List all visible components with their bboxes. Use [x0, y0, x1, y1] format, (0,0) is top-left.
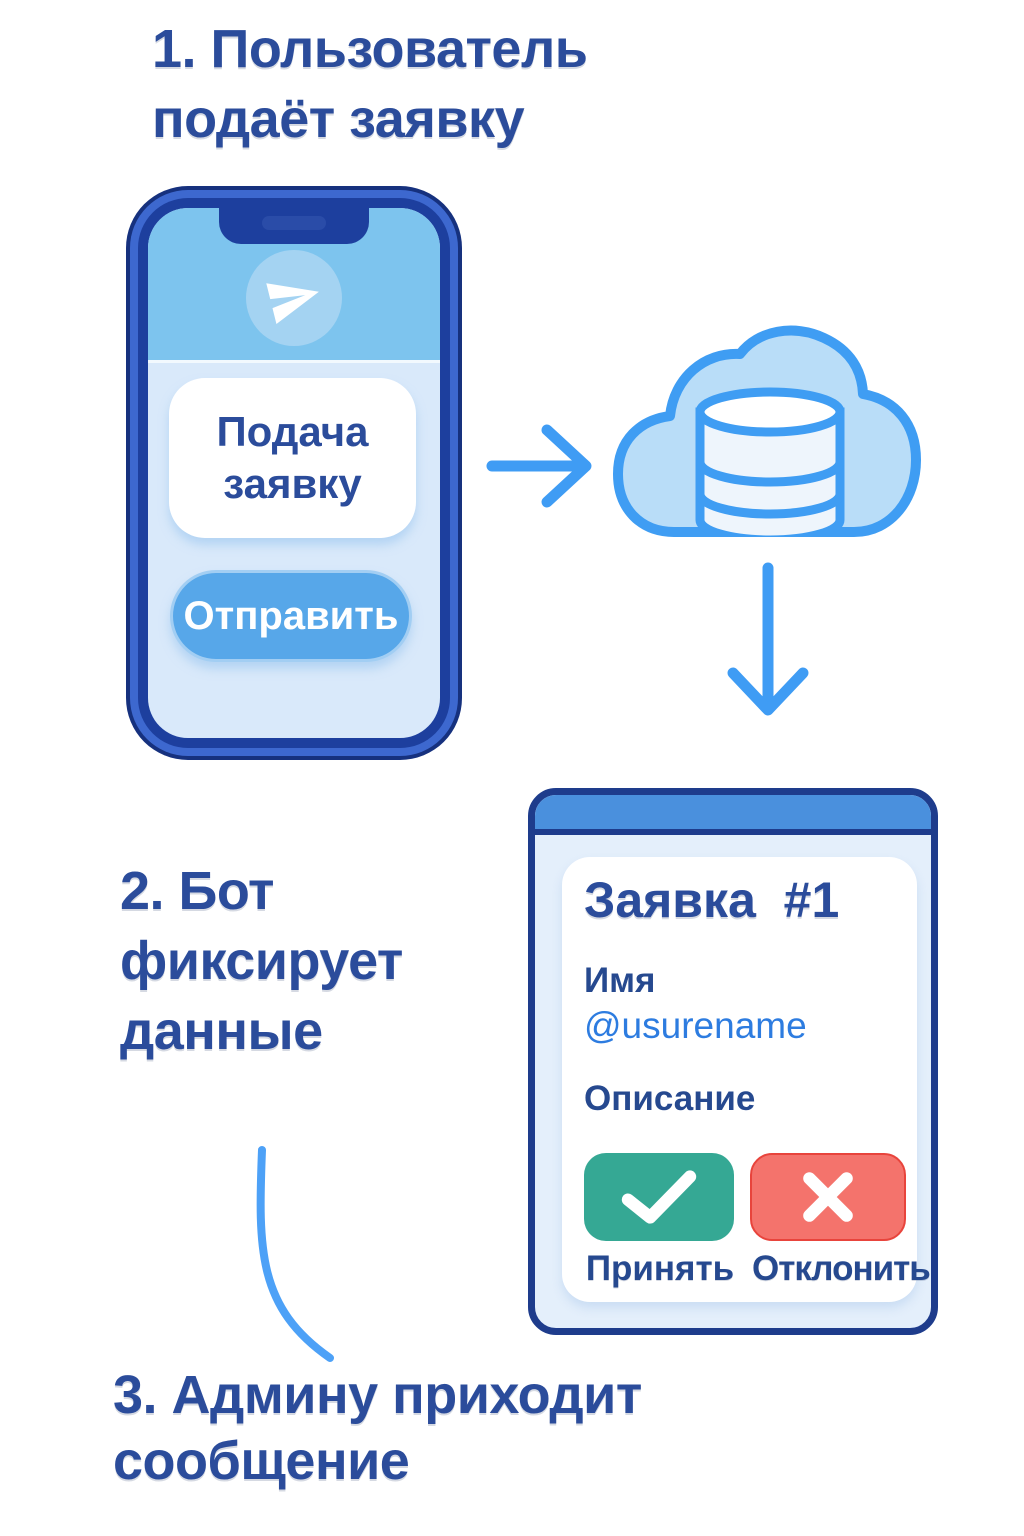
x-icon — [803, 1172, 853, 1222]
request-card-titlebar — [535, 795, 931, 835]
phone: Подача заявку Отправить — [130, 190, 458, 756]
request-card-body: Заявка #1 Имя @usurename Описание Принят… — [562, 857, 931, 1302]
name-label: Имя — [584, 961, 656, 1000]
phone-frame: Подача заявку Отправить — [138, 198, 450, 748]
application-form-text: Подача заявку — [216, 408, 369, 507]
database-separator — [695, 493, 845, 519]
arrow-right-icon — [486, 424, 592, 508]
username-link[interactable]: @usurename — [584, 1005, 807, 1046]
curve-connector — [256, 1146, 334, 1362]
paper-plane-icon — [266, 283, 319, 325]
reject-button[interactable] — [750, 1153, 906, 1241]
decision-buttons — [584, 1153, 906, 1241]
cloud-database-icon — [612, 322, 922, 545]
send-button[interactable]: Отправить — [170, 570, 412, 662]
send-button-label: Отправить — [183, 593, 399, 638]
phone-notch — [219, 208, 369, 244]
application-form-card: Подача заявку — [169, 378, 416, 538]
telegram-header — [148, 208, 440, 363]
check-icon — [621, 1170, 697, 1224]
database-separator — [695, 461, 845, 487]
request-card: Заявка #1 Имя @usurename Описание Принят… — [528, 788, 938, 1335]
phone-screen: Подача заявку Отправить — [148, 208, 440, 738]
step2-title: 2. Бот фиксирует данные — [120, 861, 403, 1061]
reject-label: Отклонить — [752, 1249, 931, 1288]
phone-speaker — [262, 216, 326, 230]
accept-label: Принять — [585, 1249, 735, 1288]
step1-title: 1. Пользователь подаёт заявку — [152, 19, 588, 149]
step3-title: 3. Админу приходит сообщение — [113, 1365, 642, 1491]
arrow-down-icon — [727, 562, 809, 716]
telegram-logo-badge — [246, 250, 342, 346]
database-top — [695, 387, 845, 437]
decision-labels: Принять Отклонить — [584, 1249, 931, 1289]
request-title: Заявка #1 — [584, 872, 840, 928]
accept-button[interactable] — [584, 1153, 734, 1241]
description-label: Описание — [584, 1079, 756, 1118]
